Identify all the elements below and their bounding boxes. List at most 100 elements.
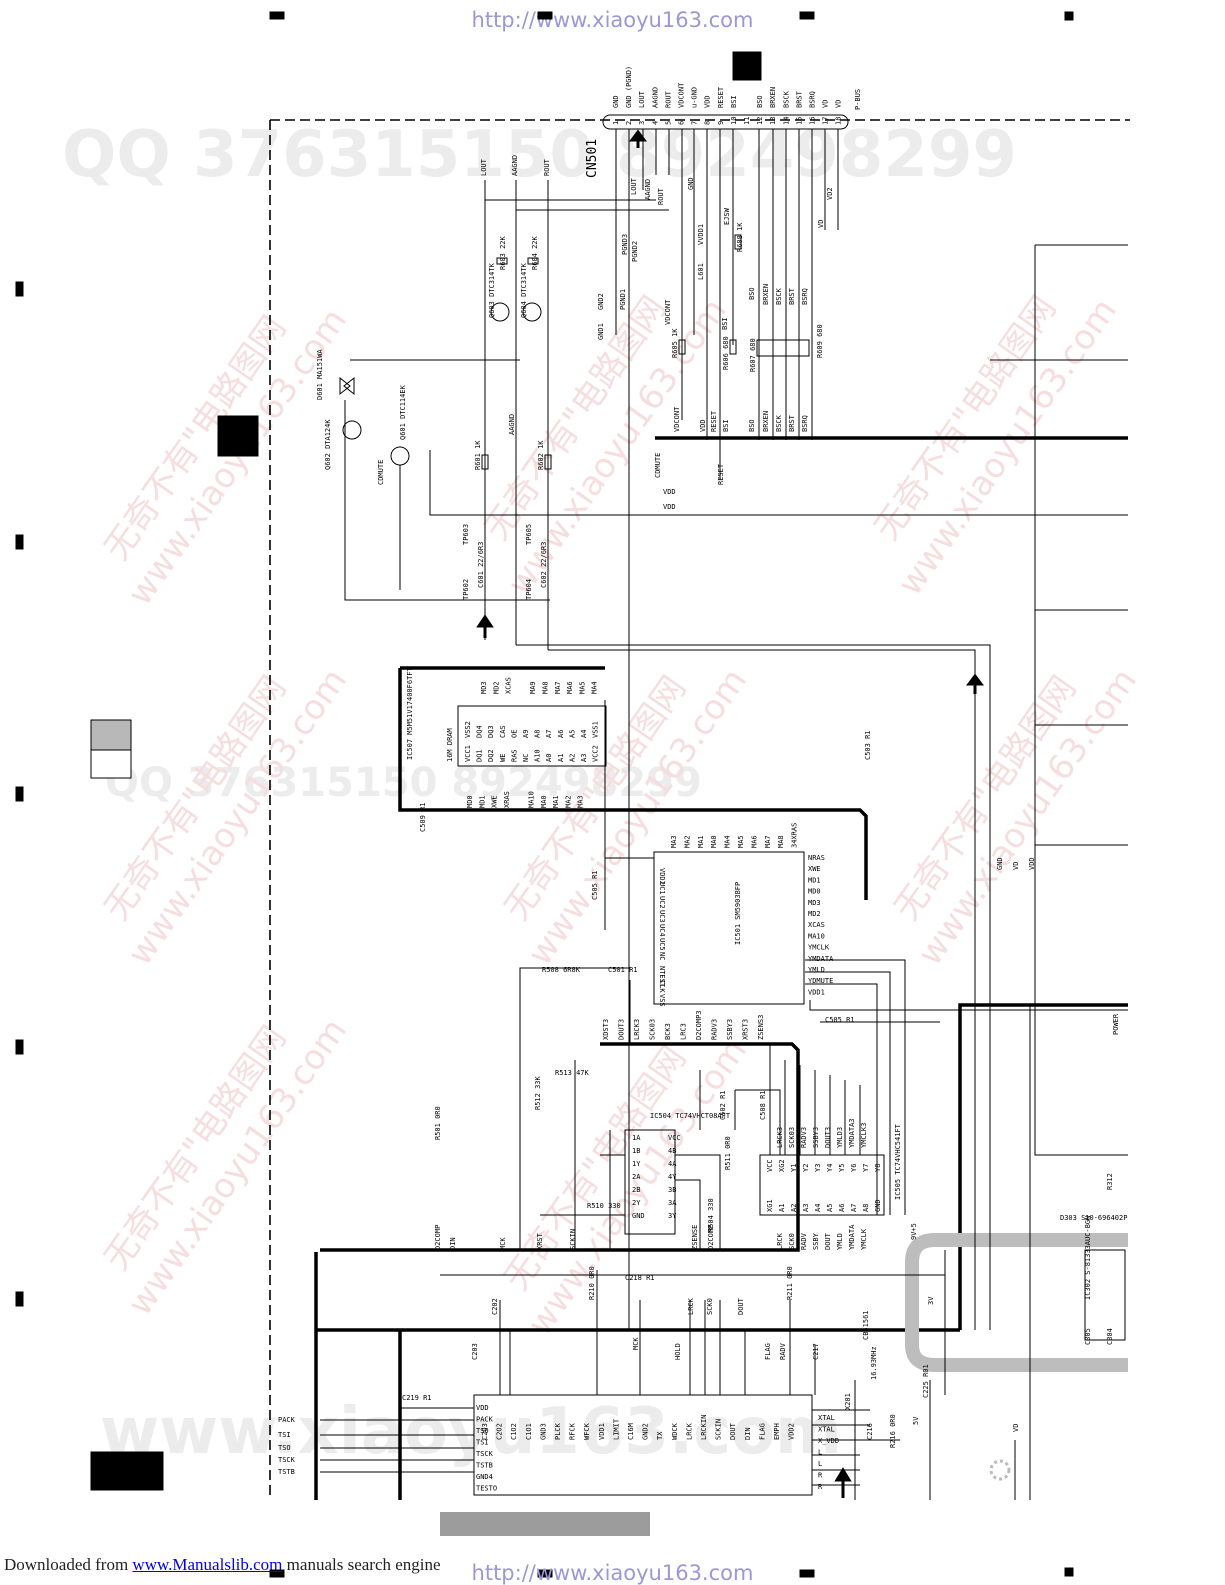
ic505-pin-right: Y2 xyxy=(802,1164,810,1172)
ic201-pin-top: WFCK xyxy=(583,1422,591,1440)
ic501-pin-right: VDD1 xyxy=(808,988,825,996)
net-vdd1: VVDD1 xyxy=(697,224,705,245)
header-url[interactable]: http://www.xiaoyu163.com xyxy=(471,8,754,32)
net-vdd-r: VDD xyxy=(1028,857,1036,870)
ic501-pin-top: MA8 xyxy=(777,835,785,848)
ic501-pin-left: VDD2 xyxy=(658,868,666,885)
ic201-pin-top: WDCK xyxy=(671,1422,679,1440)
sheet-tab-grey xyxy=(90,719,132,751)
ic501-pin-bottom: D2COMP3 xyxy=(695,1010,703,1040)
ic507-pin-right: A6 xyxy=(557,730,565,738)
label-r605: R605 1K xyxy=(671,328,679,358)
connector-pin-number: 1 xyxy=(612,121,620,125)
label-c506: C505 R1 xyxy=(825,1016,855,1024)
ic505-input-net: RADV xyxy=(800,1232,808,1250)
ic501-pin-left: CLK xyxy=(658,980,666,993)
label-c502: C502 R1 xyxy=(719,1090,727,1120)
ic501-pin-bottom: XRST3 xyxy=(742,1019,750,1040)
ic501-pin-right: YMLD xyxy=(808,966,825,974)
ic507-net-left: MA1 xyxy=(552,795,560,808)
ic507-pin-right: OE xyxy=(510,730,518,738)
label-cb51561: CB51561 xyxy=(862,1310,870,1340)
label-c218: C218 R1 xyxy=(625,1274,655,1282)
net-brxen: BRXEN xyxy=(762,284,770,305)
ic505-pin-right: XG2 xyxy=(778,1159,786,1172)
ic507-pin-right: A9 xyxy=(522,730,530,738)
ic501-pin-right: XWE xyxy=(808,865,821,873)
ic201-pin-bottom: XTAL xyxy=(818,1426,835,1434)
ic507-pin-left: RAS xyxy=(510,749,518,762)
ic507-pin-left: A2 xyxy=(568,754,576,762)
label-tp604: TP604 xyxy=(525,579,533,600)
connector-pin-number: 4 xyxy=(651,121,659,125)
ic507-pin-left: A3 xyxy=(580,754,588,762)
manualslib-link[interactable]: www.Manualslib.com xyxy=(132,1555,283,1574)
net-flag: FLAG xyxy=(764,1343,772,1360)
ic505-pin-left: XG1 xyxy=(766,1199,774,1212)
ic201-pin-top: GND3 xyxy=(539,1423,547,1440)
net-mck: MCK xyxy=(499,1237,507,1250)
net-gnd: GND xyxy=(687,177,695,190)
ic501-pin-left: UC1 xyxy=(658,882,666,895)
ic501-pin-bottom: LRC3 xyxy=(680,1023,688,1040)
arrow-up-3 xyxy=(966,673,984,694)
net-din: DIN xyxy=(449,1237,457,1250)
ic507-pin-right: A7 xyxy=(545,730,553,738)
ic201-pin-bottom: XTAL xyxy=(818,1414,835,1422)
label-q603: Q603 DTC314TK xyxy=(488,262,496,318)
ic501-pin-left: VSS xyxy=(658,994,666,1007)
net-vd: VD xyxy=(817,220,825,228)
ic201-pin-bottom: R xyxy=(818,1483,823,1491)
ic505-input-net: SCK0 xyxy=(788,1233,796,1250)
ic501-pin-left: NTEST xyxy=(658,966,666,988)
net-vdcont-2: VDCONT xyxy=(673,406,681,432)
net-vdd-4: VDD xyxy=(663,503,676,511)
ic201-pin-left: TSTB xyxy=(476,1462,493,1470)
dashed-circle-marker xyxy=(989,1459,1011,1481)
net-bsck: BSCK xyxy=(775,287,783,305)
ic201-pin-top: TX xyxy=(656,1431,664,1440)
net-bsi: BSI xyxy=(721,317,729,330)
ic507-pin-right: DQ4 xyxy=(476,725,484,738)
net-tstb: TSTB xyxy=(278,1468,295,1476)
net-rout-2: ROUT xyxy=(657,187,665,205)
ic201-pin-left: TSO xyxy=(476,1427,489,1435)
net-vdcont: VDCONT xyxy=(664,299,672,325)
transistor-q602 xyxy=(342,420,362,440)
ic201-pin-top: GND2 xyxy=(642,1423,650,1440)
label-r601: R601 1K xyxy=(474,440,482,470)
ic501-pin-top: MA3 xyxy=(670,835,678,848)
ic507-pin-left: NC xyxy=(522,754,530,762)
connector-cn501 xyxy=(602,114,849,130)
footer-prefix: Downloaded from xyxy=(4,1555,133,1574)
label-c602: C602 22/6R3 xyxy=(540,542,548,588)
ic501-pin-top: MA5 xyxy=(737,835,745,848)
net-bsi-2: BSI xyxy=(722,419,730,432)
net-dout: DOUT xyxy=(737,1297,745,1315)
ic201-pin-top: C2O2 xyxy=(496,1423,504,1440)
ic201-pin-left: TSI xyxy=(476,1439,489,1447)
ic201-pin-top: C1O2 xyxy=(510,1423,518,1440)
label-c202: C202 xyxy=(491,1298,499,1315)
connector-pin-signal: BSI xyxy=(730,95,738,108)
ic501-pin-bottom: SCK03 xyxy=(649,1019,657,1040)
ic501-sm5903bfp xyxy=(653,851,805,1005)
net-aagnd: AAGND xyxy=(511,155,519,176)
label-c203: C203 xyxy=(471,1343,479,1360)
resistor-r605 xyxy=(678,339,686,355)
net-bso: BSO xyxy=(748,287,756,300)
ic201-pin-left: GND4 xyxy=(476,1473,493,1481)
footer-url[interactable]: http://www.xiaoyu163.com xyxy=(471,1561,754,1585)
ic201-pin-bottom: R xyxy=(818,1472,823,1480)
label-r216: R216 0R0 xyxy=(889,1414,897,1448)
ic507-net-left: MD1 xyxy=(478,795,486,808)
connector-pin-signal: BSCK xyxy=(782,90,790,108)
ic505-pin-right: Y4 xyxy=(826,1164,834,1172)
reg-mark-bot-1 xyxy=(269,1569,285,1578)
label-tp603: TP603 xyxy=(462,524,470,545)
label-c501: C501 R1 xyxy=(608,966,638,974)
ic505-pin-right: Y3 xyxy=(814,1164,822,1172)
ic201-pin-top: PLCK xyxy=(554,1422,562,1440)
ic201-pin-bottom: X_VDD xyxy=(818,1437,839,1445)
